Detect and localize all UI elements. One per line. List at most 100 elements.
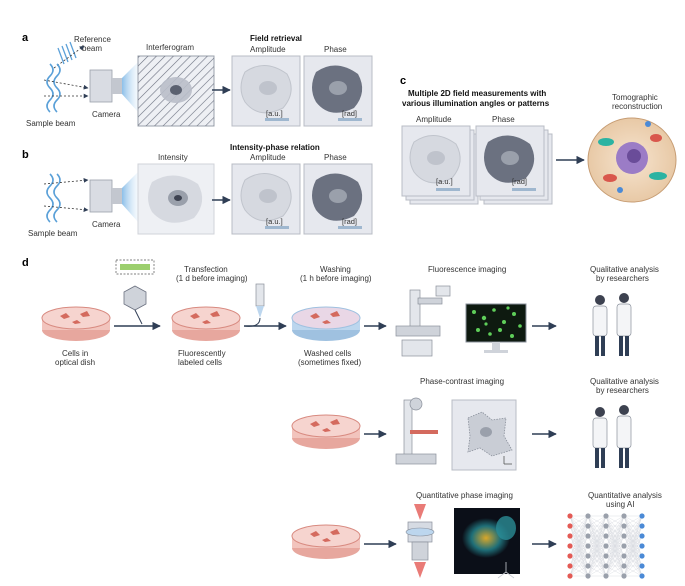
nn-edge — [605, 565, 625, 577]
nn-node — [585, 533, 591, 539]
nn-node — [639, 553, 645, 559]
sample-beam-wave-icon-b — [43, 173, 89, 223]
reference-beam-line1: Reference — [74, 35, 111, 44]
camera-icon-a — [89, 62, 138, 112]
camera-label-a: Camera — [92, 110, 121, 119]
nn-edge — [623, 515, 643, 567]
amplitude-stack-c — [401, 125, 479, 205]
nn-node — [621, 573, 627, 579]
amp-unit-a: [a.u.] — [266, 109, 283, 118]
transfection-line2: (1 d before imaging) — [176, 274, 248, 283]
qual1-line1: Qualitative analysis — [590, 265, 659, 274]
nn-edge — [605, 515, 625, 537]
nn-node — [603, 533, 609, 539]
panel-d: d Cells in optical dish Transfection (1 … — [22, 257, 664, 579]
nn-node — [639, 513, 645, 519]
nn-node — [603, 573, 609, 579]
cells-in-dish-line1: Cells in — [62, 349, 88, 358]
labeled-cells-line1: Fluorescently — [178, 349, 226, 358]
nn-node — [621, 553, 627, 559]
tomo-label-line2: reconstruction — [612, 102, 662, 111]
nn-edge — [623, 515, 643, 577]
nn-node — [567, 563, 573, 569]
quant-line1: Quantitative analysis — [588, 491, 662, 500]
nn-edge — [587, 515, 607, 577]
qual1-label: Qualitative analysis by researchers — [590, 265, 661, 283]
panel-c-letter: c — [400, 75, 406, 87]
amplitude-label-c: Amplitude — [416, 115, 452, 124]
nn-edge — [605, 525, 625, 577]
phase-label-b: Phase — [324, 153, 347, 162]
nn-node — [567, 513, 573, 519]
nn-edge — [569, 515, 589, 527]
qpi-label: Quantitative phase imaging — [416, 491, 513, 500]
phase-unit-c: [rad] — [512, 177, 527, 186]
panel-c: c Multiple 2D field measurements with va… — [400, 75, 677, 205]
cells-in-dish-label: Cells in optical dish — [55, 349, 95, 367]
nn-node — [567, 543, 573, 549]
nn-edge — [587, 565, 607, 577]
labeled-cells-label: Fluorescently labeled cells — [178, 349, 228, 367]
panel-b: b Intensity-phase relation Sample beam C… — [22, 143, 373, 238]
washing-label: Washing (1 h before imaging) — [300, 265, 372, 283]
nn-node — [639, 573, 645, 579]
nn-edge — [587, 555, 607, 577]
panel-c-title-line2: various illumination angles or patterns — [402, 99, 550, 108]
nn-edge — [587, 525, 607, 577]
nn-node — [567, 553, 573, 559]
nn-edge — [623, 535, 643, 577]
intensity-image — [137, 163, 215, 235]
tomo-label-line1: Tomographic — [612, 93, 658, 102]
fluorescence-monitor-icon — [465, 303, 527, 353]
phase-image-b — [303, 163, 373, 235]
phase-image-a — [303, 55, 373, 127]
nn-edge — [587, 515, 607, 537]
nn-edge — [569, 525, 589, 577]
nn-edge — [605, 535, 625, 577]
phase-contrast-image — [451, 399, 517, 471]
nn-edge — [623, 555, 643, 577]
qual2-label: Qualitative analysis by researchers — [590, 377, 661, 395]
nn-edge — [569, 555, 589, 577]
washed-cells-label: Washed cells (sometimes fixed) — [298, 349, 361, 367]
nn-node — [585, 543, 591, 549]
interferogram-image — [137, 55, 215, 127]
nn-edge — [605, 545, 625, 577]
phase-contrast-microscope-icon — [395, 397, 438, 465]
qual1-line2: by researchers — [596, 274, 649, 283]
phase-unit-b: [rad] — [342, 217, 357, 226]
nn-node — [567, 523, 573, 529]
phase-label-c: Phase — [492, 115, 515, 124]
nn-edge — [587, 535, 607, 577]
amplitude-label-b: Amplitude — [250, 153, 286, 162]
camera-label-b: Camera — [92, 220, 121, 229]
nn-edge — [569, 565, 589, 577]
nn-edge — [623, 515, 643, 527]
researchers-icon-1 — [592, 293, 632, 356]
nn-edge — [569, 515, 589, 547]
nn-edge — [587, 515, 607, 557]
sample-beam-wave-icon — [43, 63, 89, 113]
washing-line1: Washing — [320, 265, 351, 274]
washed-cells-line2: (sometimes fixed) — [298, 358, 361, 367]
nn-node — [585, 573, 591, 579]
nn-node — [567, 573, 573, 579]
fluorescence-microscope-icon — [395, 285, 451, 357]
nn-edge — [605, 515, 625, 527]
nn-edge — [623, 565, 643, 577]
quant-line2: using AI — [606, 500, 634, 509]
dish-cells — [41, 306, 111, 341]
transfection-label: Transfection (1 d before imaging) — [176, 265, 248, 283]
nn-edge — [605, 515, 625, 567]
nn-edge — [569, 515, 589, 557]
intensity-phase-title: Intensity-phase relation — [230, 143, 320, 152]
panel-c-title: Multiple 2D field measurements with vari… — [402, 89, 550, 108]
tomographic-cell-3d — [587, 117, 677, 203]
nn-node — [621, 563, 627, 569]
phase-label-a: Phase — [324, 45, 347, 54]
quant-label: Quantitative analysis using AI — [588, 491, 664, 509]
reference-beam-line2: beam — [82, 44, 102, 53]
interferogram-label: Interferogram — [146, 43, 194, 52]
nn-edge — [569, 515, 589, 537]
amp-unit-b: [a.u.] — [266, 217, 283, 226]
